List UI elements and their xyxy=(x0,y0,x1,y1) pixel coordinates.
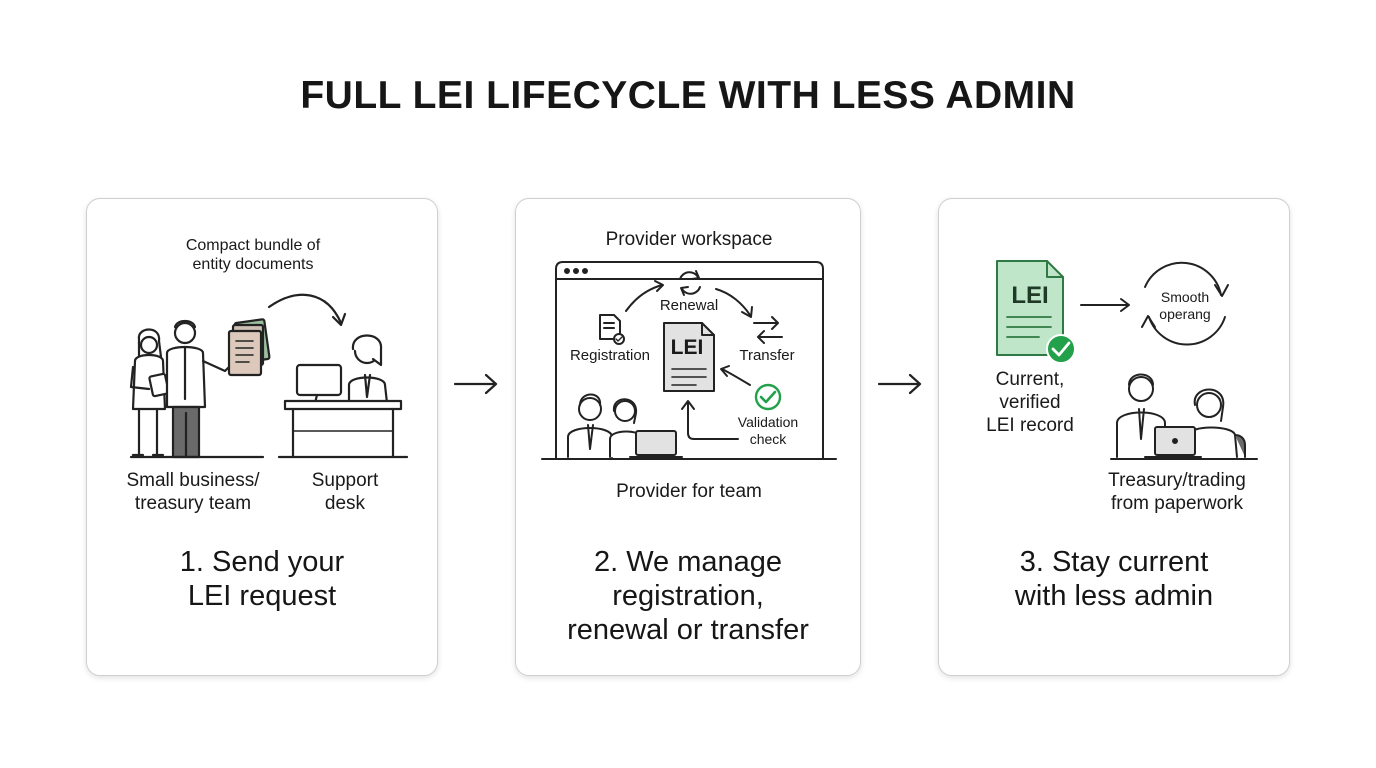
step-card-manage: Provider workspace xyxy=(515,198,861,676)
person-icon xyxy=(347,334,389,405)
provider-workspace-illustration xyxy=(541,261,837,460)
person-icon xyxy=(1188,388,1246,458)
bundle-label: Compact bundle of entity documents xyxy=(185,237,321,274)
checkmark-icon xyxy=(1046,334,1076,364)
swap-icon xyxy=(753,316,783,344)
computer-icon xyxy=(295,363,343,405)
step-heading: 2. We manage registration, renewal or tr… xyxy=(567,546,809,646)
treasury-team-label: Treasury/trading from paperwork xyxy=(1108,470,1246,514)
send-request-illustration xyxy=(129,293,409,459)
lei-document-label: LEI xyxy=(670,336,704,359)
registration-doc-icon xyxy=(599,314,625,345)
renewal-label: Renewal xyxy=(659,297,719,314)
desk-icon xyxy=(283,399,403,459)
refresh-icon xyxy=(679,270,701,296)
lei-document-label: LEI xyxy=(1011,282,1049,309)
support-desk-label: Support desk xyxy=(311,470,379,514)
step-heading: 1. Send your LEI request xyxy=(179,546,345,612)
transfer-label: Transfer xyxy=(739,347,795,364)
workspace-label: Provider workspace xyxy=(605,229,773,250)
laptop-icon xyxy=(629,430,683,458)
verified-record-label: Current, verified LEI record xyxy=(986,369,1074,436)
step-card-send-request: Compact bundle of entity documents xyxy=(86,198,438,676)
validation-check-label: Validation check xyxy=(737,414,799,447)
person-icon xyxy=(165,319,237,459)
smooth-operating-label: Smooth operang xyxy=(1159,289,1211,322)
person-icon xyxy=(129,328,170,457)
browser-window-icon xyxy=(555,261,824,460)
step-heading: 3. Stay current with less admin xyxy=(1014,546,1214,612)
arrow-icon xyxy=(453,373,498,395)
cycle-icon xyxy=(1141,261,1229,346)
document-icon xyxy=(996,260,1064,356)
small-business-label: Small business/ treasury team xyxy=(126,470,260,514)
laptop-icon xyxy=(1144,426,1202,458)
curved-arrow-icon xyxy=(267,293,343,325)
person-icon xyxy=(567,393,613,458)
stay-current-illustration xyxy=(996,260,1258,460)
document-icon xyxy=(663,322,715,392)
provider-for-team-label: Provider for team xyxy=(616,481,762,502)
page-title: FULL LEI LIFECYCLE WITH LESS ADMIN xyxy=(300,74,1076,117)
checkmark-icon xyxy=(754,383,782,411)
step-card-stay-current: LEI Smooth operang Current, verified LEI… xyxy=(938,198,1290,676)
document-stack-icon xyxy=(227,318,271,377)
person-icon xyxy=(1116,373,1166,458)
registration-label: Registration xyxy=(569,347,651,364)
arrow-icon xyxy=(877,373,922,395)
